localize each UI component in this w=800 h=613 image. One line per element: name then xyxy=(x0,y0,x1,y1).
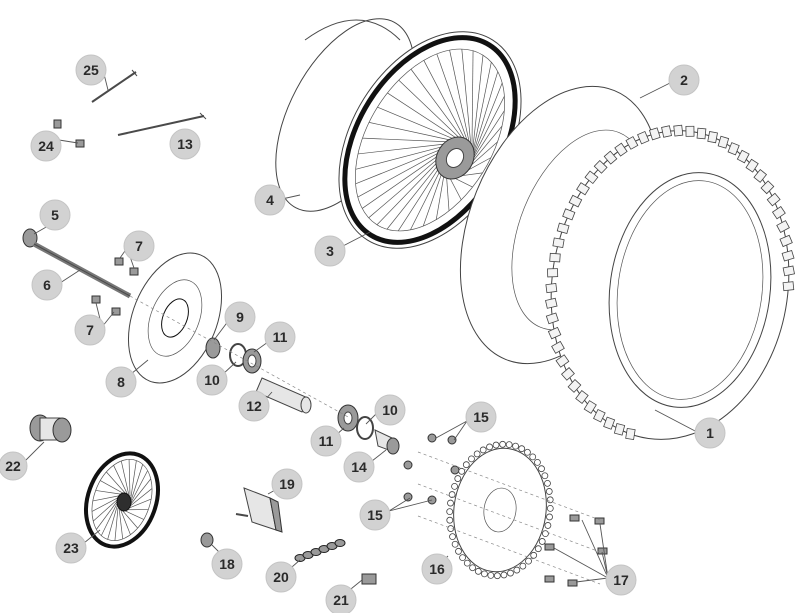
callout-3: 3 xyxy=(314,235,346,267)
svg-text:11: 11 xyxy=(319,433,334,449)
callout-7-top: 7 xyxy=(123,230,155,262)
svg-text:12: 12 xyxy=(246,398,262,414)
svg-text:7: 7 xyxy=(135,238,143,254)
callout-7-bottom: 7 xyxy=(74,314,106,346)
svg-text:7: 7 xyxy=(86,322,94,338)
svg-text:8: 8 xyxy=(117,374,125,390)
part-spoke-long xyxy=(117,112,207,136)
svg-text:6: 6 xyxy=(43,277,51,293)
svg-text:9: 9 xyxy=(236,309,244,325)
svg-text:2: 2 xyxy=(680,72,688,88)
callout-8: 8 xyxy=(105,366,137,398)
svg-text:17: 17 xyxy=(613,572,629,588)
part-sprocket-nuts xyxy=(403,433,460,505)
callout-24: 24 xyxy=(30,130,62,162)
part-bearing-left xyxy=(242,348,262,374)
svg-text:5: 5 xyxy=(51,207,59,223)
part-sleeve xyxy=(255,377,312,414)
svg-text:15: 15 xyxy=(367,507,383,523)
svg-text:10: 10 xyxy=(382,402,398,418)
callout-11-left: 11 xyxy=(264,321,296,353)
callout-11-right: 11 xyxy=(310,425,342,457)
part-tire xyxy=(545,124,795,441)
callout-16: 16 xyxy=(421,553,453,585)
part-hub xyxy=(29,414,72,443)
svg-text:3: 3 xyxy=(326,243,334,259)
callout-4: 4 xyxy=(254,184,286,216)
part-axle xyxy=(22,228,132,299)
part-sprocket xyxy=(446,440,554,580)
callout-13: 13 xyxy=(169,128,201,160)
part-chain xyxy=(294,539,346,562)
callout-18: 18 xyxy=(211,548,243,580)
callout-15-top: 15 xyxy=(465,401,497,433)
svg-text:1: 1 xyxy=(706,425,714,441)
callout-5: 5 xyxy=(39,199,71,231)
callout-10-right: 10 xyxy=(374,394,406,426)
callout-20: 20 xyxy=(265,561,297,593)
part-spacer-left xyxy=(205,337,221,359)
part-sprocket-bolts xyxy=(544,514,608,587)
part-brake-disc xyxy=(127,252,223,384)
callout-14: 14 xyxy=(343,451,375,483)
svg-text:10: 10 xyxy=(204,372,220,388)
callout-21: 21 xyxy=(325,584,357,613)
callout-6: 6 xyxy=(31,269,63,301)
svg-text:22: 22 xyxy=(5,458,21,474)
svg-text:21: 21 xyxy=(333,592,349,608)
part-chain-slider xyxy=(235,487,283,533)
svg-text:25: 25 xyxy=(83,62,99,78)
svg-text:24: 24 xyxy=(38,138,54,154)
callout-23: 23 xyxy=(55,532,87,564)
svg-text:23: 23 xyxy=(63,540,79,556)
svg-text:13: 13 xyxy=(177,136,193,152)
svg-text:18: 18 xyxy=(219,556,235,572)
svg-text:16: 16 xyxy=(429,561,445,577)
part-spacer-right xyxy=(374,429,400,455)
part-bearing-right xyxy=(337,404,359,432)
assembly-lines xyxy=(129,295,601,585)
callout-12: 12 xyxy=(238,390,270,422)
part-seal-right xyxy=(356,416,374,440)
part-nut xyxy=(200,532,214,548)
callout-19: 19 xyxy=(271,468,303,500)
part-spoke-short xyxy=(91,69,138,103)
svg-text:14: 14 xyxy=(351,459,367,475)
svg-text:15: 15 xyxy=(473,409,489,425)
callout-9: 9 xyxy=(224,301,256,333)
part-spoke-nipples xyxy=(53,119,85,148)
svg-text:4: 4 xyxy=(266,192,274,208)
part-complete-wheel xyxy=(84,451,160,549)
svg-text:11: 11 xyxy=(273,329,288,345)
callout-22: 22 xyxy=(0,451,28,481)
part-master-link xyxy=(361,573,377,585)
callout-25: 25 xyxy=(75,54,107,86)
callout-17: 17 xyxy=(605,564,637,596)
svg-text:20: 20 xyxy=(273,569,289,585)
svg-text:19: 19 xyxy=(279,476,295,492)
callout-10-left: 10 xyxy=(196,364,228,396)
callout-2: 2 xyxy=(668,64,700,96)
callout-15-bottom: 15 xyxy=(359,499,391,531)
callout-1: 1 xyxy=(694,417,726,449)
